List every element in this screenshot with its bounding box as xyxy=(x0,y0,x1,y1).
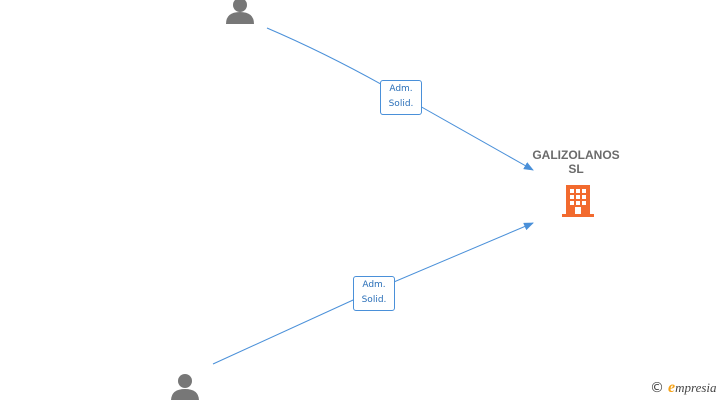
edge-label-type: Solid. xyxy=(388,99,414,109)
building-icon[interactable] xyxy=(562,185,594,217)
edge-label-role: Adm. xyxy=(389,84,413,94)
person-icon[interactable] xyxy=(171,374,199,400)
copyright-symbol: © xyxy=(650,380,664,396)
person-icon[interactable] xyxy=(226,0,254,24)
edge-label-bottom[interactable]: Adm. Solid. xyxy=(353,276,395,311)
brand-name: mpresia xyxy=(675,380,717,395)
edge-label-role: Adm. xyxy=(362,280,386,290)
brand-watermark: ©empresia xyxy=(650,379,717,397)
edge-label-top[interactable]: Adm. Solid. xyxy=(380,80,422,115)
company-name[interactable]: GALIZOLANOS SL xyxy=(520,148,632,176)
edge-label-type: Solid. xyxy=(361,295,387,305)
brand-initial: e xyxy=(668,379,676,396)
company-name-line2: SL xyxy=(568,162,584,176)
company-name-line1: GALIZOLANOS xyxy=(532,148,620,162)
